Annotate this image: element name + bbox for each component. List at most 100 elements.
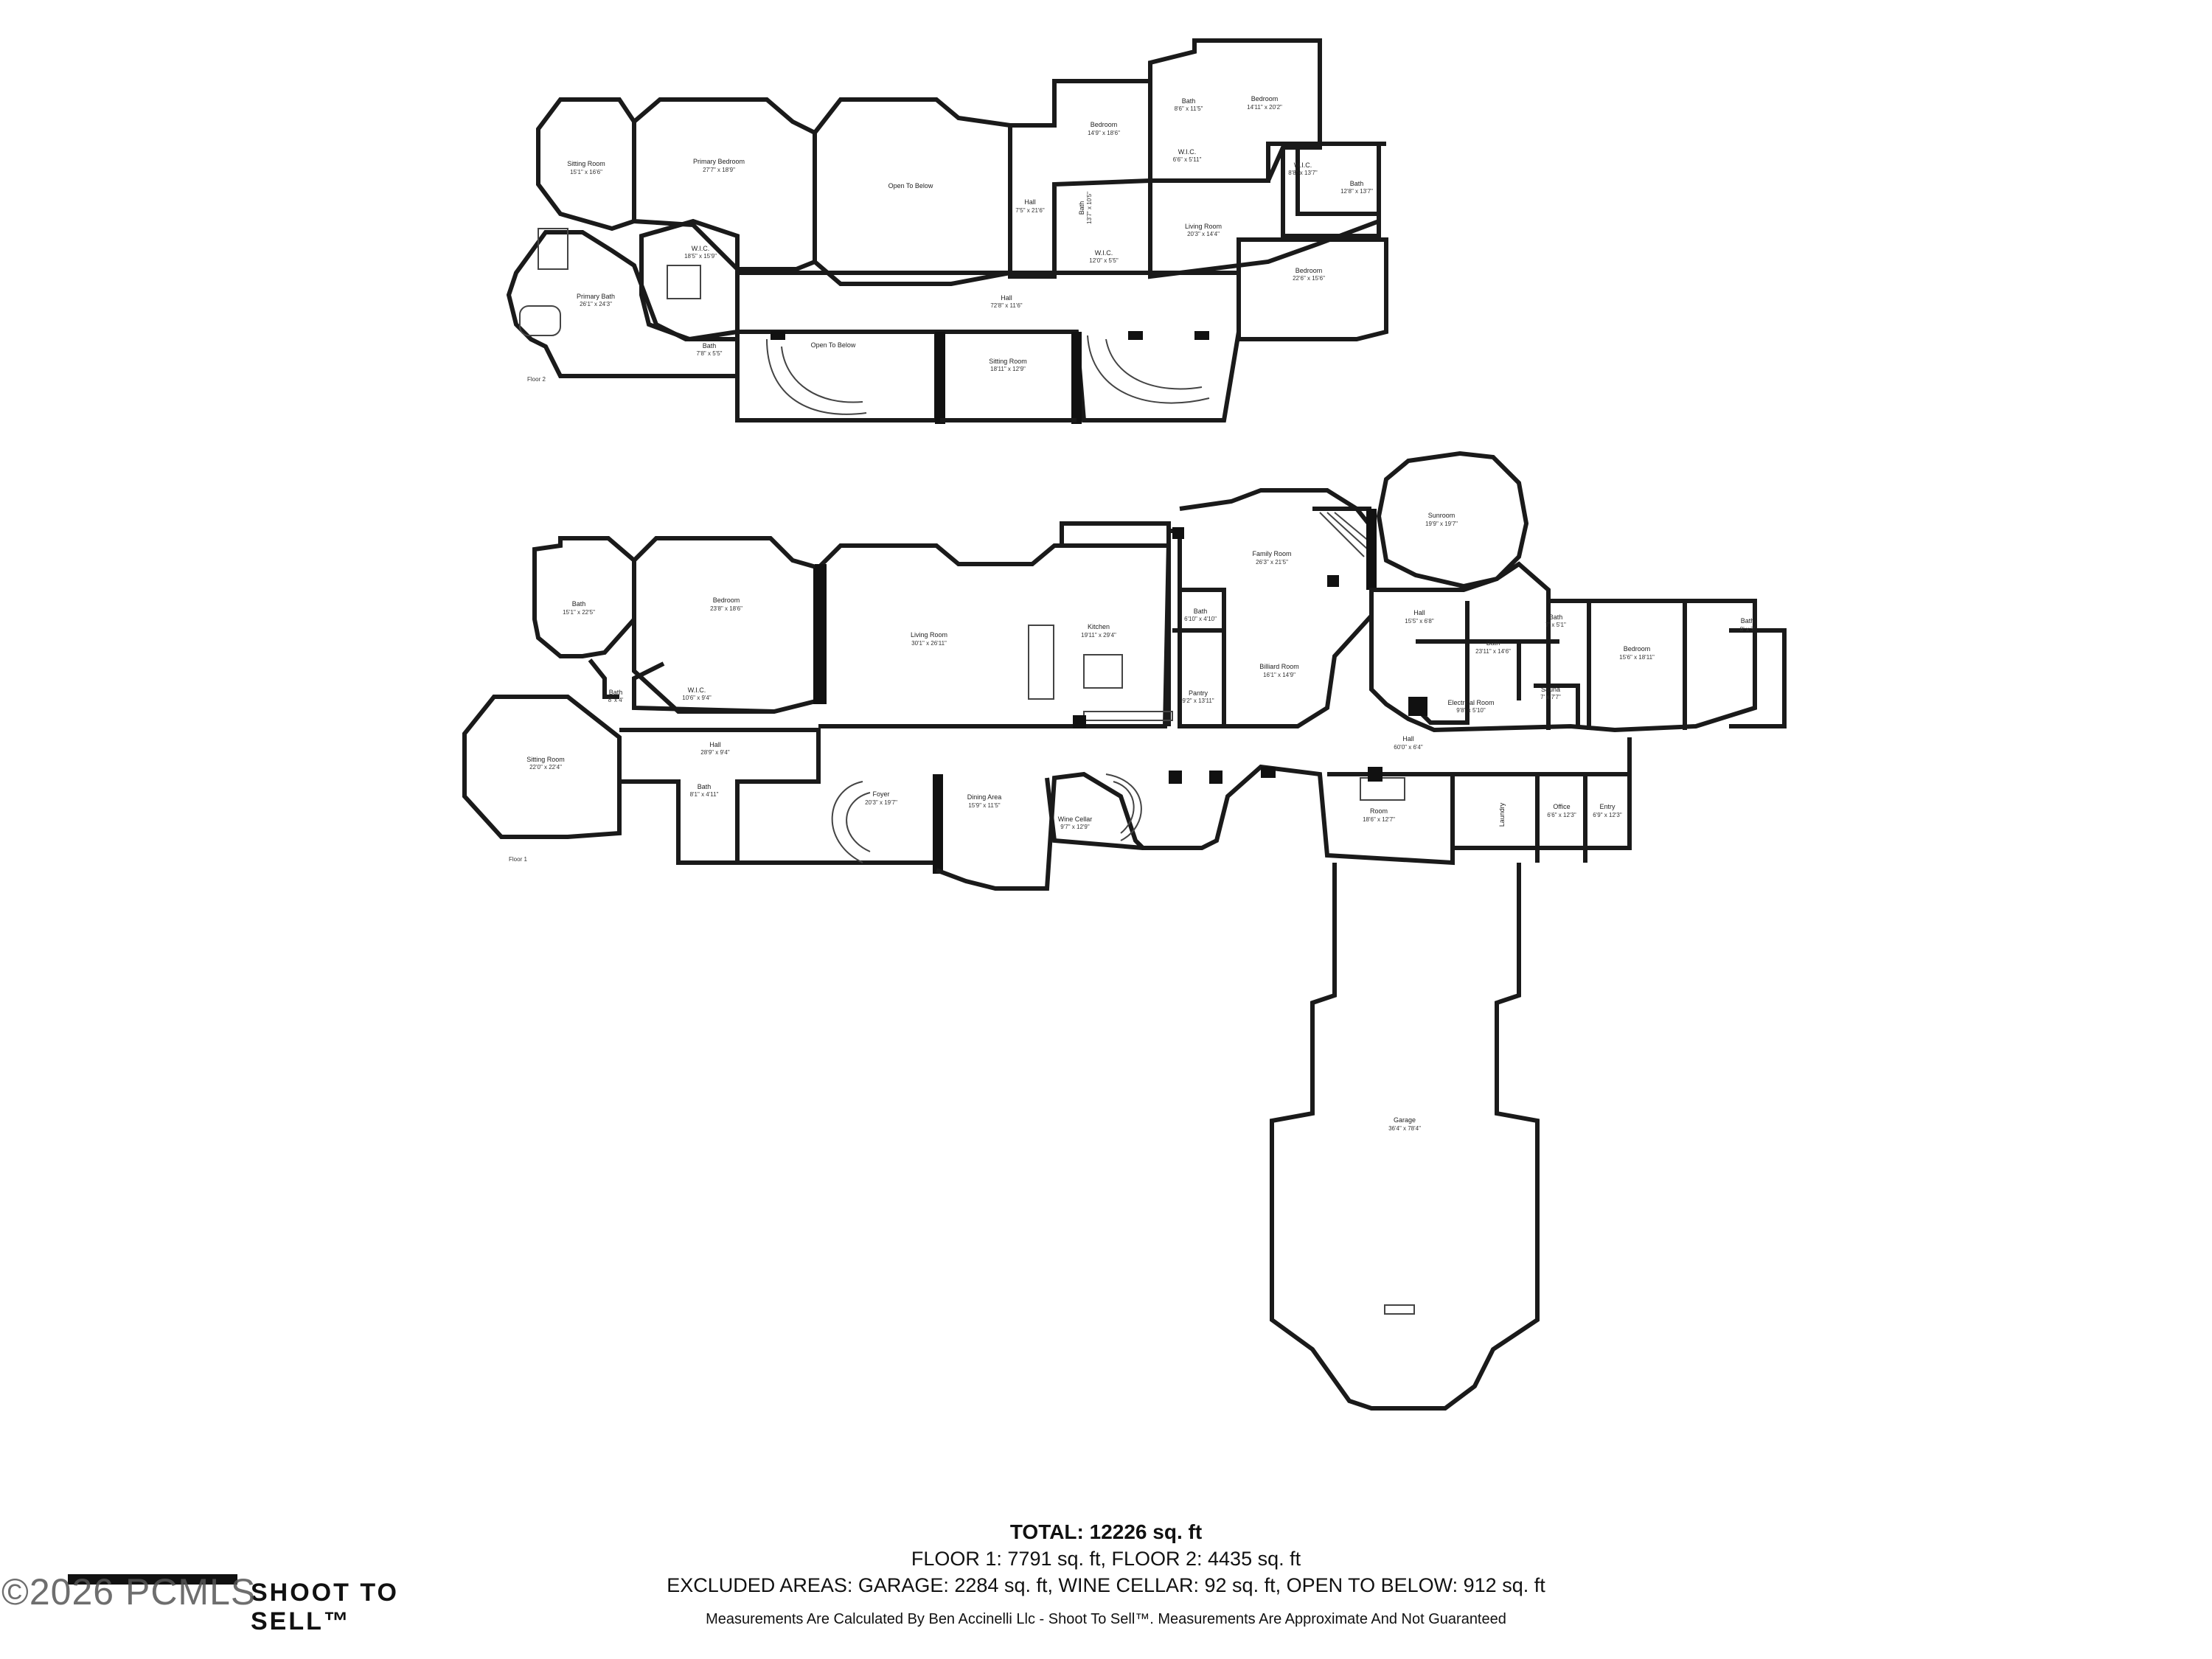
- f1-electrical-wall: [1410, 639, 1470, 725]
- f2-bath-wall: [1281, 142, 1386, 238]
- f1-chimney: [815, 564, 827, 704]
- f1-room-label: Bath: [1741, 617, 1755, 625]
- f2-room-dim: 8'8" x 13'7": [1288, 170, 1318, 176]
- f1-bedroom-wall: [632, 536, 821, 714]
- floor-2-plan: Sitting Room 15'1" x 16'6" Primary Bedro…: [506, 38, 1388, 424]
- f1-bath-k-wall: [1180, 588, 1226, 630]
- f1-room-dim: 16'1" x 14'9": [1263, 672, 1295, 678]
- floor-areas: FLOOR 1: 7791 sq. ft, FLOOR 2: 4435 sq. …: [911, 1548, 1301, 1570]
- f2-room-label: Living Room: [1185, 223, 1222, 230]
- f2-room-dim: 20'3" x 14'4": [1187, 231, 1220, 237]
- f1-room-label: Bath: [1549, 613, 1563, 621]
- f1-room-dim: 15'5" x 6'8": [1405, 618, 1434, 625]
- f1-room-dim: 8' x 4': [608, 697, 624, 703]
- f1-living-room-wall: [816, 521, 1171, 728]
- f1-foyer-stair: [831, 781, 871, 863]
- f1-wine-cellar-wall: [1045, 777, 1144, 850]
- f1-room-dim: 9'8" x 5'10": [1456, 707, 1486, 714]
- f1-room-dim: 8' x 7': [1740, 626, 1756, 633]
- f2-room-label: W.I.C.: [1095, 249, 1113, 257]
- f1-room-label: Bedroom: [1624, 645, 1651, 653]
- f1-room-label: Bath: [698, 783, 712, 790]
- f1-room-dim: 20'3" x 19'7": [865, 799, 897, 806]
- f2-tub: [519, 305, 561, 336]
- f1-room-label: Hall: [1413, 609, 1425, 616]
- f2-room-label: Open To Below: [888, 182, 933, 189]
- f1-room-label: Family Room: [1252, 550, 1291, 557]
- f1-room-label: Room: [1370, 807, 1388, 815]
- f2-room-dim: 18'5" x 15'9": [684, 253, 717, 260]
- f1-post: [1261, 767, 1276, 778]
- f2-room-dim: 8'6" x 11'5": [1175, 105, 1203, 112]
- f1-sitting-room-wall: [462, 695, 622, 839]
- f2-room-label: Open To Below: [811, 341, 856, 349]
- f1-room-dim: 15'1" x 22'5": [563, 609, 595, 616]
- f2-room-dim: 7'5" x 21'6": [1015, 207, 1045, 214]
- f1-garage-wall: [1270, 863, 1540, 1411]
- f2-room-label: Sitting Room: [567, 160, 605, 167]
- brand-area: SHOOT TO SELL™ ©2026 PCMLS: [0, 1567, 472, 1635]
- total-area: TOTAL: 12226 sq. ft: [1009, 1520, 1203, 1543]
- f1-room-dim: 18'6" x 12'7": [1363, 816, 1395, 823]
- f2-room-label: Hall: [1001, 294, 1012, 302]
- f1-room-label: Dining Area: [967, 793, 1002, 801]
- f1-room-dim: 19'11" x 29'4": [1081, 632, 1116, 639]
- footer: TOTAL: 12226 sq. ft FLOOR 1: 7791 sq. ft…: [0, 1519, 2212, 1643]
- f1-room-dim: 15'9" x 11'5": [968, 802, 1000, 809]
- f1-bedroom-east-walls: [1683, 601, 1787, 730]
- f1-room-label: Living Room: [911, 631, 947, 639]
- f1-room-label: Bath: [1486, 639, 1500, 647]
- f2-room-label: Bath: [703, 342, 717, 349]
- f1-post: [1209, 771, 1222, 784]
- f1-room-label: Billiard Room: [1259, 663, 1299, 670]
- f2-sitting-room-walls: [935, 332, 1082, 424]
- f2-room-label: Hall: [1024, 198, 1036, 206]
- f1-room-label: Foyer: [872, 790, 889, 798]
- f1-kitchen-table: [1083, 654, 1123, 689]
- f1-room-dim: 19'9" x 19'7": [1425, 521, 1458, 527]
- f1-post: [1368, 767, 1382, 782]
- f1-room-label: Bath: [609, 689, 623, 696]
- f1-room-dim: 8'1" x 4'11": [690, 791, 719, 798]
- f2-room-label: Bath: [1078, 201, 1085, 215]
- f1-room-dim: 10'6" x 9'4": [682, 695, 712, 701]
- f1-room-label: Bedroom: [713, 597, 740, 604]
- f1-hall-bath-wall: [1465, 601, 1559, 700]
- f1-room-label: Wine Cellar: [1058, 815, 1093, 823]
- f2-stair-post-3: [1194, 331, 1209, 340]
- f2-room-dim: 14'9" x 18'6": [1088, 130, 1120, 136]
- f1-room-label: Sunroom: [1428, 512, 1455, 519]
- f2-room-dim: 27'7" x 18'9": [703, 167, 735, 173]
- f1-room-dim: 7' x 7'7": [1540, 694, 1561, 700]
- f1-post: [1169, 771, 1182, 784]
- f1-east-wing-wall: [1369, 561, 1757, 733]
- excluded-areas: EXCLUDED AREAS: GARAGE: 2284 sq. ft, WIN…: [667, 1574, 1545, 1596]
- f1-room-dim: 36'4" x 78'4": [1388, 1125, 1421, 1132]
- f2-sitting-room-wall: [536, 97, 636, 232]
- f2-room-dim: 15'1" x 16'6": [570, 169, 602, 175]
- f1-kitchen-wall: [1062, 543, 1171, 726]
- f2-room-dim: 14'11" x 20'2": [1247, 104, 1282, 111]
- f2-open-to-below-wall: [813, 97, 1012, 286]
- f1-room-dim: 23'11" x 14'6": [1475, 648, 1511, 655]
- f1-south-wall: [935, 737, 1632, 891]
- f1-room-label: Sauna: [1541, 686, 1560, 693]
- f2-room-label: Bedroom: [1091, 121, 1118, 128]
- logo-bar-icon: [68, 1574, 237, 1585]
- f1-room-dim: 26'3" x 21'5": [1256, 559, 1288, 566]
- f1-room-label: Electrical Room: [1447, 699, 1494, 706]
- f1-kitchen-island: [1028, 625, 1054, 700]
- f1-room-label: Laundry: [1498, 802, 1506, 827]
- f2-room-dim: 72'8" x 11'6": [990, 302, 1022, 309]
- f1-room-dim: 7' x 5'1": [1545, 622, 1566, 628]
- f2-room-label: Bath: [1350, 180, 1364, 187]
- f2-spiral-stair-right: [1087, 335, 1210, 404]
- f2-room-dim: 18'11" x 12'9": [990, 366, 1026, 372]
- f1-room-dim: 28'9" x 9'4": [700, 749, 730, 756]
- f1-room-label: Office: [1553, 803, 1570, 810]
- f2-primary-bedroom-wall: [632, 97, 817, 271]
- f1-room-label: Kitchen: [1088, 623, 1110, 630]
- f1-room-dim: 22'0" x 22'4": [529, 764, 562, 771]
- f1-room-dim: 30'1" x 26'11": [911, 640, 947, 647]
